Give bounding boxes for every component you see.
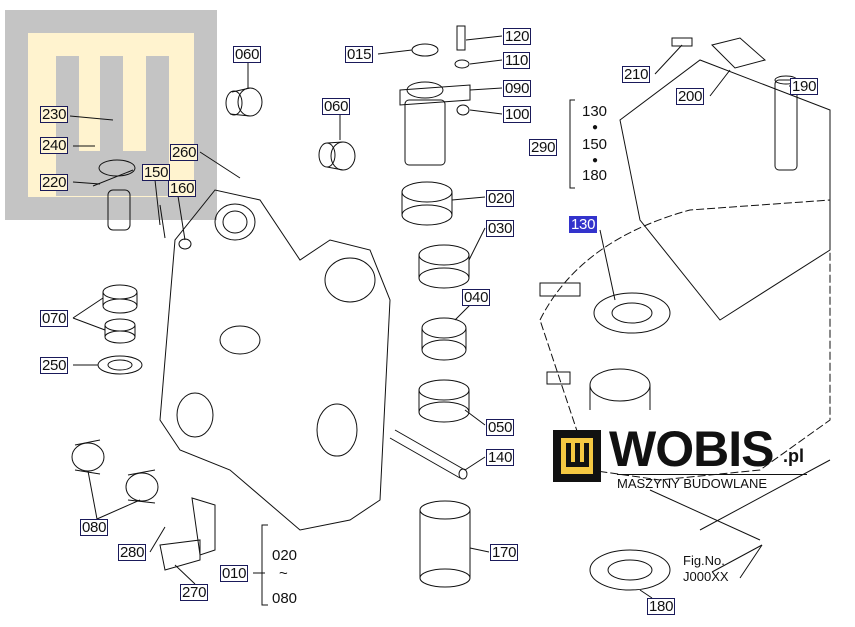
figure-number: Fig.No. J000XX bbox=[683, 553, 729, 585]
group-290-item: 130 bbox=[582, 103, 608, 120]
group-290-item: 150 bbox=[582, 136, 608, 153]
part-label-150[interactable]: 150 bbox=[142, 164, 171, 181]
group-010-to: 080 bbox=[272, 590, 298, 607]
wobis-logo-mark bbox=[553, 430, 601, 482]
part-label-230[interactable]: 230 bbox=[40, 106, 69, 123]
part-label-060[interactable]: 060 bbox=[233, 46, 262, 63]
part-label-040[interactable]: 040 bbox=[462, 289, 491, 306]
part-label-250[interactable]: 250 bbox=[40, 357, 69, 374]
part-label-060[interactable]: 060 bbox=[322, 98, 351, 115]
group-separator-dot: ● bbox=[592, 155, 599, 166]
logo-brand: WOBIS bbox=[609, 421, 774, 477]
part-label-080[interactable]: 080 bbox=[80, 519, 109, 536]
part-label-180[interactable]: 180 bbox=[647, 598, 676, 615]
group-separator-dot: ● bbox=[592, 122, 599, 133]
group-010-from: 020 bbox=[272, 547, 298, 564]
group-290-item: 180 bbox=[582, 167, 608, 184]
part-label-140[interactable]: 140 bbox=[486, 449, 515, 466]
part-label-130-selected[interactable]: 130 bbox=[569, 216, 598, 233]
part-label-120[interactable]: 120 bbox=[503, 28, 532, 45]
figure-label: Fig.No. bbox=[683, 553, 725, 568]
swing-bracket bbox=[159, 189, 391, 531]
part-label-270[interactable]: 270 bbox=[180, 584, 209, 601]
part-label-010[interactable]: 010 bbox=[220, 565, 249, 582]
logo-domain-suffix: .pl bbox=[783, 446, 804, 466]
part-label-240[interactable]: 240 bbox=[40, 137, 69, 154]
part-label-160[interactable]: 160 bbox=[168, 180, 197, 197]
part-label-210[interactable]: 210 bbox=[622, 66, 651, 83]
part-label-100[interactable]: 100 bbox=[503, 106, 532, 123]
part-label-290[interactable]: 290 bbox=[529, 139, 558, 156]
part-label-020[interactable]: 020 bbox=[486, 190, 515, 207]
group-010-separator: ~ bbox=[279, 565, 288, 582]
part-label-170[interactable]: 170 bbox=[490, 544, 519, 561]
part-label-070[interactable]: 070 bbox=[40, 310, 69, 327]
part-label-260[interactable]: 260 bbox=[170, 144, 199, 161]
logo-tagline: MASZYNY BUDOWLANE bbox=[617, 474, 807, 491]
part-label-090[interactable]: 090 bbox=[503, 80, 532, 97]
part-label-280[interactable]: 280 bbox=[118, 544, 147, 561]
part-label-190[interactable]: 190 bbox=[790, 78, 819, 95]
part-label-200[interactable]: 200 bbox=[676, 88, 705, 105]
part-label-030[interactable]: 030 bbox=[486, 220, 515, 237]
part-label-110[interactable]: 110 bbox=[503, 52, 531, 69]
part-label-220[interactable]: 220 bbox=[40, 174, 69, 191]
part-label-050[interactable]: 050 bbox=[486, 419, 515, 436]
figure-code: J000XX bbox=[683, 569, 729, 584]
part-label-015[interactable]: 015 bbox=[345, 46, 374, 63]
